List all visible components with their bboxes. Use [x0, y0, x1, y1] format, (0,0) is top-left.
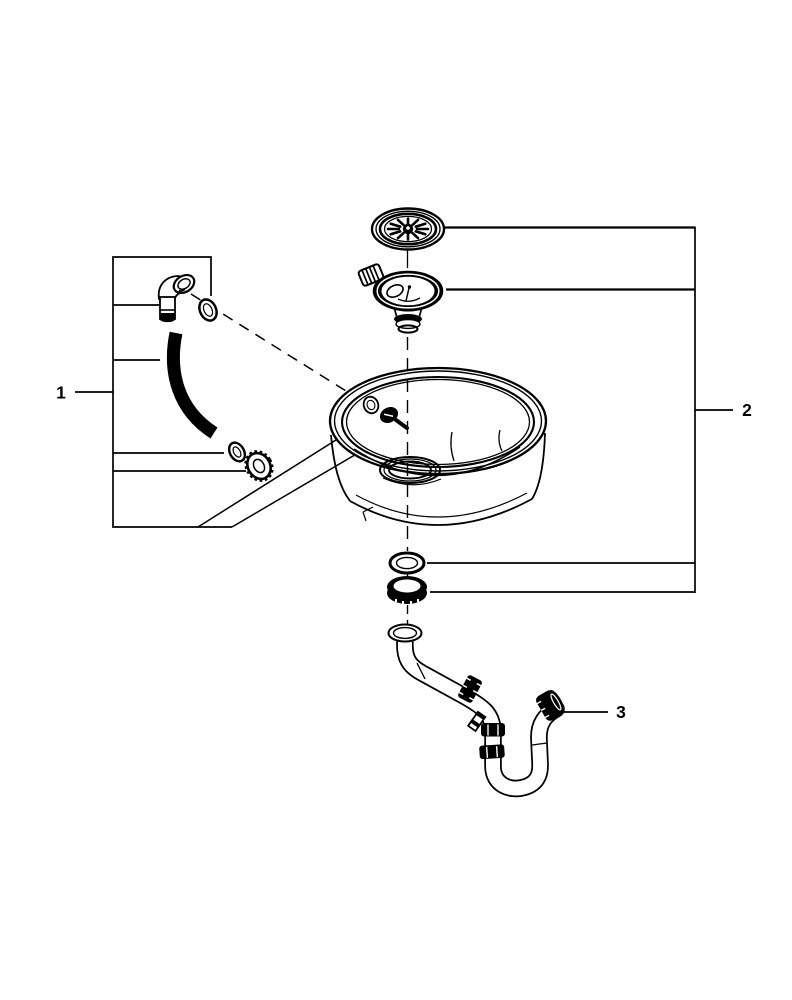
nut-bore — [252, 458, 266, 474]
body-bowl-shadow — [397, 297, 421, 302]
cover-knob-highlight — [406, 226, 410, 230]
part-2-bracket — [427, 226, 733, 593]
elbow-pipe-end — [160, 316, 175, 323]
elbow-outlet-bore — [177, 278, 191, 290]
gasket-inner — [395, 556, 419, 570]
gasket-outer — [388, 551, 426, 575]
elbow-outlet-shadow — [178, 288, 186, 292]
sink-bowl — [328, 366, 548, 526]
dashed-axis-overflow — [190, 293, 363, 402]
callout-3-label: 3 — [616, 702, 626, 722]
base-bottom-arc — [349, 498, 533, 526]
drain-ring-inner — [388, 460, 432, 480]
drain-ring-outer — [379, 456, 441, 484]
bowl-facet-1 — [450, 431, 455, 462]
side-nut-ribs — [361, 265, 380, 286]
part-1-bracket — [75, 256, 246, 528]
locknut-bore — [393, 579, 421, 593]
body-center-pin — [405, 287, 410, 302]
funnel-disc-3 — [397, 324, 419, 334]
plug-ring-bore — [366, 399, 376, 411]
wall-left — [330, 434, 351, 502]
trap-hose-barb — [466, 710, 487, 733]
union-a-body — [458, 675, 482, 703]
trap-union-nut-a — [458, 675, 482, 703]
rim-outer — [328, 366, 548, 476]
trap-outlet-coupling — [536, 690, 565, 721]
trap-seam-2 — [531, 742, 548, 746]
elbow-thread-band — [160, 313, 175, 319]
bowl-facet-2 — [498, 429, 503, 452]
callout-2-label: 2 — [742, 400, 752, 420]
nut-knurl — [244, 450, 274, 482]
cover-ring-2 — [375, 210, 441, 248]
union-a-knurl — [458, 677, 482, 701]
trap-union-nut-b — [481, 723, 505, 737]
drain-shadow-arc — [382, 477, 442, 486]
body-center-pin-head — [407, 285, 412, 289]
cover-ring-3 — [378, 212, 438, 246]
overflow-oring — [198, 298, 218, 322]
overflow-hose — [167, 331, 218, 439]
washer-inner — [232, 446, 242, 458]
drain-gasket — [388, 551, 426, 575]
hose-nut — [244, 450, 274, 482]
oring-inner — [202, 303, 214, 317]
drain-ring-mid — [383, 458, 437, 482]
trap-assembly — [387, 623, 608, 798]
callout-1-label: 1 — [56, 383, 66, 403]
strainer-side-nut — [357, 263, 385, 287]
base-seam-arc — [355, 492, 528, 518]
bracket-1-outline — [112, 256, 232, 528]
nut-outer — [246, 451, 272, 481]
strainer-cover — [370, 207, 446, 251]
hose-washer — [227, 441, 247, 463]
trap-union-nut-c — [479, 744, 505, 760]
outlet-knurl — [536, 700, 550, 719]
barb-band-2 — [470, 719, 481, 728]
plug-ring — [362, 395, 380, 415]
rim-inner — [340, 375, 536, 469]
washer-outer — [227, 441, 247, 463]
union-c-rib-1 — [485, 746, 489, 758]
body-rim-highlight — [376, 273, 440, 309]
plug-cap-slot — [383, 413, 394, 418]
rim-outer-2 — [333, 370, 543, 472]
trap-inlet-bore — [392, 626, 418, 640]
wall-right — [531, 432, 546, 500]
locknut-knurl-ticks — [395, 599, 419, 604]
union-c-rib-2 — [495, 746, 499, 758]
barb-band-1 — [475, 711, 486, 720]
body-overflow-hole — [386, 284, 404, 298]
base-notch — [362, 506, 374, 522]
drain-locknut — [387, 576, 427, 604]
oring-outer — [198, 298, 218, 322]
cover-ring-4 — [383, 215, 433, 243]
strainer-body — [357, 263, 444, 334]
plug-screw-pin — [394, 418, 409, 430]
side-nut-body — [357, 263, 385, 287]
overflow-elbow-fitting — [157, 273, 196, 323]
overflow-plug-assembly — [362, 395, 409, 430]
outlet-end-ring — [550, 693, 562, 711]
union-c-body — [479, 744, 505, 760]
trap-seam-1 — [416, 662, 426, 680]
union-b-body — [481, 723, 505, 737]
